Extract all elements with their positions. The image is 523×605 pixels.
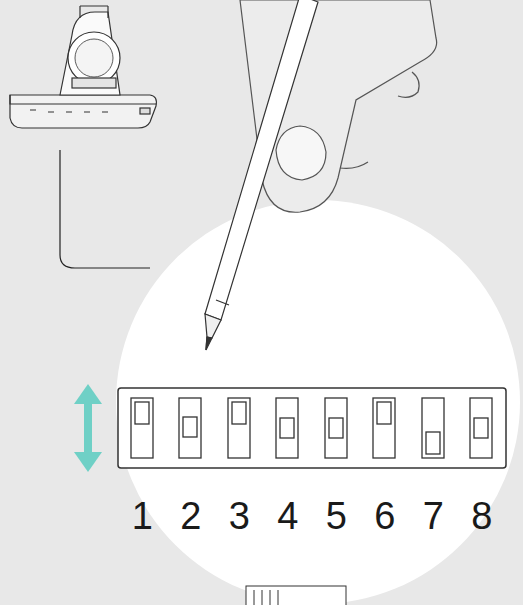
switch-number: 6 <box>361 494 410 538</box>
switch-number: 5 <box>312 494 361 538</box>
magnifier-circle <box>116 200 520 604</box>
toggle-arrow <box>74 384 102 472</box>
switch-number: 3 <box>215 494 264 538</box>
pen <box>205 0 318 350</box>
switch-number: 2 <box>167 494 216 538</box>
switch-number: 1 <box>118 494 167 538</box>
switch-number: 8 <box>458 494 507 538</box>
dip-switch <box>118 388 506 468</box>
callout-line <box>60 150 150 268</box>
pen-tip <box>206 337 207 350</box>
switch-numbers: 12345678 <box>118 494 506 538</box>
switch-number: 7 <box>409 494 458 538</box>
base-station <box>10 6 156 128</box>
switch-number: 4 <box>264 494 313 538</box>
switch-icon <box>246 586 346 605</box>
